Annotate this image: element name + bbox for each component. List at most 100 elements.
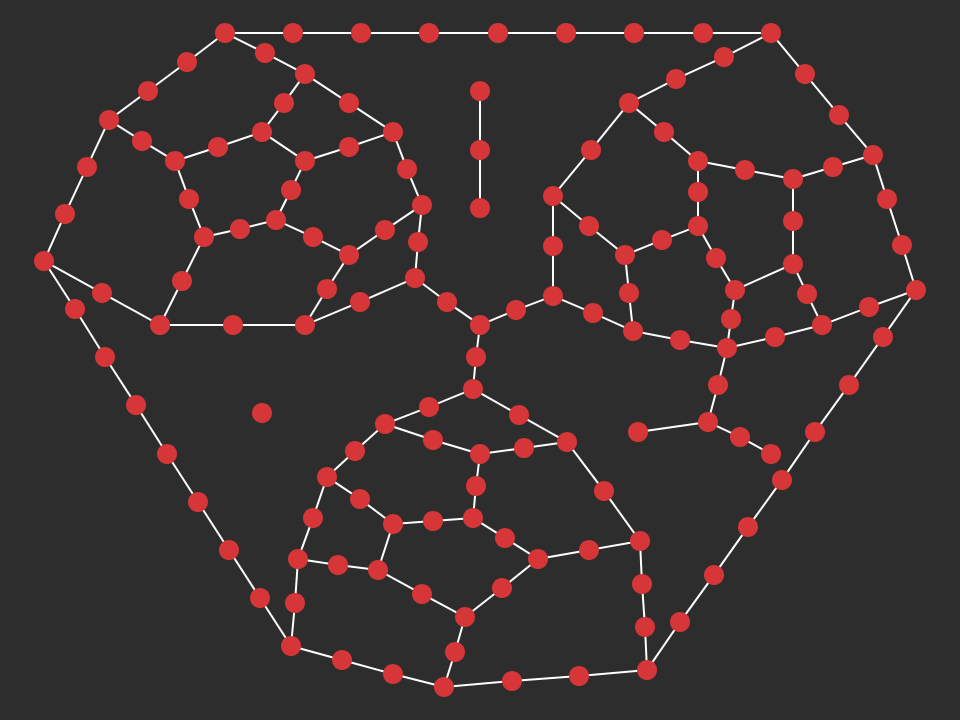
graph-node — [708, 375, 728, 395]
graph-node — [543, 286, 563, 306]
graph-node — [223, 315, 243, 335]
graph-node — [419, 23, 439, 43]
graph-node — [383, 514, 403, 534]
graph-node — [419, 397, 439, 417]
graph-node — [688, 151, 708, 171]
graph-edge — [359, 277, 416, 303]
graph-node — [157, 444, 177, 464]
graph-node — [408, 232, 428, 252]
graph-node — [863, 145, 883, 165]
graph-node — [829, 105, 849, 125]
graph-node — [783, 169, 803, 189]
graph-node — [877, 189, 897, 209]
graph-node — [543, 186, 563, 206]
graph-node — [579, 540, 599, 560]
graph-node — [172, 271, 192, 291]
graph-node — [303, 508, 323, 528]
graph-node — [738, 517, 758, 537]
graph-node — [783, 211, 803, 231]
graph-node — [506, 300, 526, 320]
graph-node — [230, 219, 250, 239]
graph-node — [295, 64, 315, 84]
graph-node — [630, 531, 650, 551]
graph-node — [623, 321, 643, 341]
graph-node — [339, 137, 359, 157]
graph-node — [295, 315, 315, 335]
graph-node — [470, 140, 490, 160]
graph-node — [761, 444, 781, 464]
graph-node — [281, 636, 301, 656]
graph-node — [470, 315, 490, 335]
graph-node — [65, 299, 85, 319]
graph-node — [797, 284, 817, 304]
graph-node — [412, 584, 432, 604]
graph-node — [317, 279, 337, 299]
graph-node — [805, 422, 825, 442]
graph-node — [488, 23, 508, 43]
graph-node — [132, 131, 152, 151]
graph-edge — [578, 669, 648, 677]
graph-node — [670, 612, 690, 632]
graph-node — [688, 182, 708, 202]
graph-node — [215, 23, 235, 43]
graph-nodes — [34, 23, 926, 697]
graph-node — [150, 315, 170, 335]
graph-node — [892, 235, 912, 255]
graph-node — [470, 444, 490, 464]
graph-node — [583, 303, 603, 323]
graph-node — [714, 47, 734, 67]
graph-node — [274, 93, 294, 113]
graph-node — [179, 189, 199, 209]
graph-node — [455, 607, 475, 627]
graph-node — [761, 23, 781, 43]
graph-node — [77, 157, 97, 177]
graph-edge — [101, 292, 161, 326]
graph-node — [375, 220, 395, 240]
graph-node — [463, 508, 483, 528]
graph-node — [495, 528, 515, 548]
graph-node — [434, 677, 454, 697]
graph-node — [706, 248, 726, 268]
graph-node — [632, 574, 652, 594]
graph-node — [725, 280, 745, 300]
graph-node — [735, 160, 755, 180]
graph-node — [34, 251, 54, 271]
graph-node — [281, 180, 301, 200]
graph-node — [717, 338, 737, 358]
graph-node — [666, 69, 686, 89]
graph-node — [635, 617, 655, 637]
graph-node — [730, 427, 750, 447]
graph-node — [350, 489, 370, 509]
graph-node — [92, 283, 112, 303]
graph-node — [339, 245, 359, 265]
graph-node — [619, 283, 639, 303]
graph-node — [252, 403, 272, 423]
graph-node — [283, 23, 303, 43]
graph-node — [670, 330, 690, 350]
graph-node — [637, 660, 657, 680]
graph-node — [765, 327, 785, 347]
graph-node — [470, 81, 490, 101]
graph-node — [285, 593, 305, 613]
graph-node — [615, 245, 635, 265]
graph-edge — [443, 680, 513, 688]
graph-node — [99, 110, 119, 130]
graph-node — [466, 347, 486, 367]
graph-edge — [43, 260, 103, 294]
graph-node — [95, 347, 115, 367]
graph-node — [795, 64, 815, 84]
graph-node — [557, 432, 577, 452]
graph-node — [628, 422, 648, 442]
graph-node — [194, 227, 214, 247]
graph-node — [654, 122, 674, 142]
graph-node — [688, 216, 708, 236]
graph-node — [177, 52, 197, 72]
graph-node — [351, 23, 371, 43]
graph-node — [317, 467, 337, 487]
graph-node — [470, 198, 490, 218]
graph-node — [619, 93, 639, 113]
graph-edge — [590, 102, 630, 151]
graph-edge — [511, 675, 580, 682]
graph-node — [463, 379, 483, 399]
